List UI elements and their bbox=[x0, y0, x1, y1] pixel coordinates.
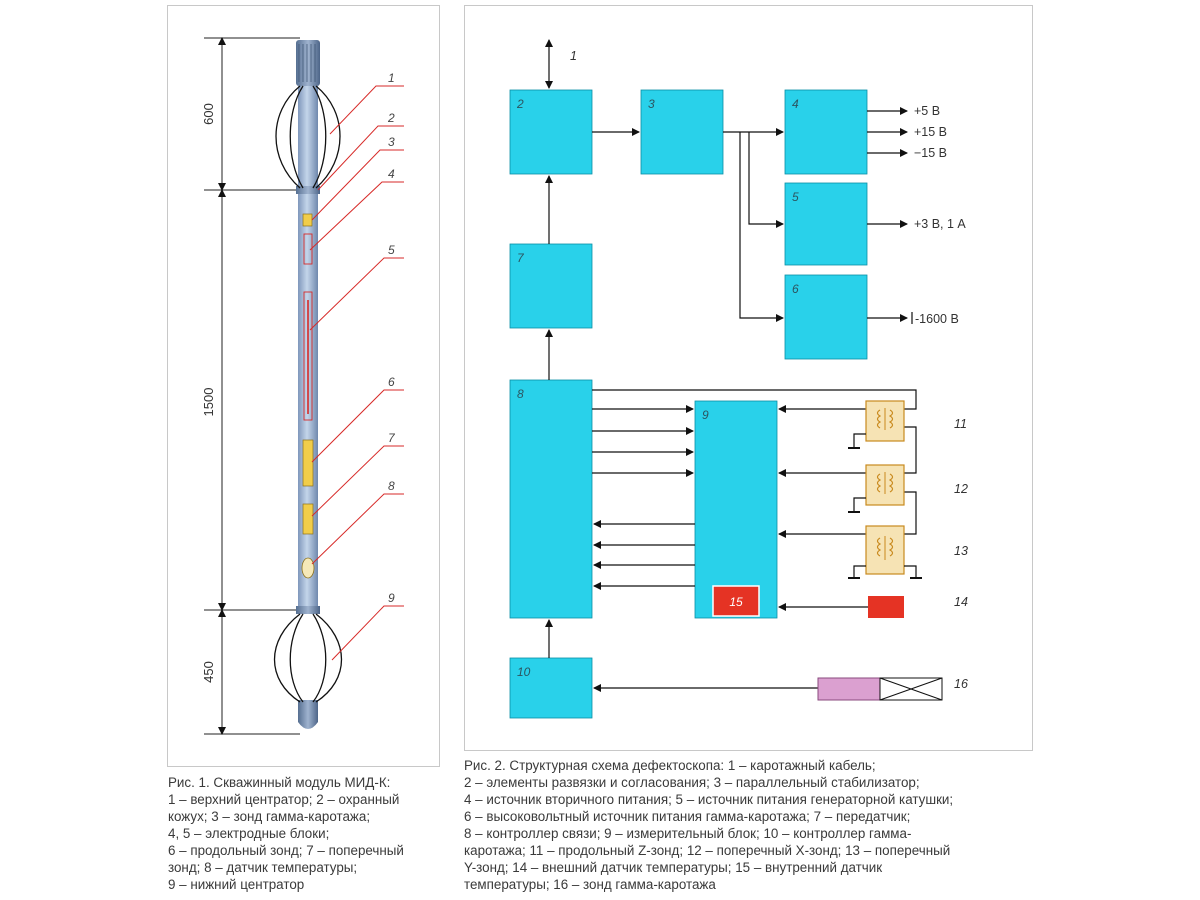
block-7-label: 7 bbox=[517, 251, 525, 265]
callout-7: 7 bbox=[388, 431, 396, 445]
label-14: 14 bbox=[954, 595, 968, 609]
figure-2-caption: Рис. 2. Структурная схема дефектоскопа: … bbox=[464, 757, 953, 893]
dim-450: 450 bbox=[201, 661, 216, 683]
caption-line: Y-зонд; 14 – внешний датчик температуры;… bbox=[464, 860, 883, 875]
caption-line: 9 – нижний центратор bbox=[168, 877, 305, 892]
callout-2: 2 bbox=[387, 111, 395, 125]
block-10-label: 10 bbox=[517, 665, 531, 679]
dim-600: 600 bbox=[201, 103, 216, 125]
block-4 bbox=[784, 89, 868, 175]
caption-line: температуры; 16 – зонд гамма-каротажа bbox=[464, 877, 716, 892]
temperature-sensor bbox=[301, 557, 315, 579]
dim-1500: 1500 bbox=[201, 388, 216, 417]
callout-6: 6 bbox=[388, 375, 395, 389]
callout-3: 3 bbox=[388, 135, 395, 149]
callout-4: 4 bbox=[388, 167, 395, 181]
block-15 bbox=[712, 585, 760, 617]
block-3 bbox=[640, 89, 724, 175]
callout-8: 8 bbox=[388, 479, 395, 493]
callout-9: 9 bbox=[388, 591, 395, 605]
block-5 bbox=[784, 182, 868, 266]
block-7 bbox=[509, 243, 593, 329]
borehole-module bbox=[273, 40, 343, 729]
probe-11 bbox=[848, 400, 905, 449]
label-12: 12 bbox=[954, 482, 968, 496]
output-plus15: +15 В bbox=[914, 125, 947, 139]
block-8-label: 8 bbox=[517, 387, 524, 401]
callout-leaders bbox=[309, 85, 404, 661]
upper-centralizer bbox=[275, 85, 341, 189]
temp-sensor-14 bbox=[868, 596, 904, 618]
top-head bbox=[296, 40, 320, 86]
probe-12 bbox=[848, 464, 905, 513]
output-minus15: −15 В bbox=[914, 146, 947, 160]
output-plus5: +5 В bbox=[914, 104, 940, 118]
transverse-probe bbox=[302, 503, 314, 535]
caption-line: Рис. 2. Структурная схема дефектоскопа: … bbox=[464, 758, 876, 773]
callout-1: 1 bbox=[388, 71, 395, 85]
probe-13 bbox=[848, 525, 922, 579]
electrode-block-2 bbox=[303, 291, 313, 421]
figure-1-caption: Рис. 1. Скважинный модуль МИД-К: 1 – вер… bbox=[168, 774, 404, 893]
dimension-lines bbox=[204, 37, 300, 735]
output-3v: +3 В, 1 А bbox=[914, 217, 966, 231]
cable-label: 1 bbox=[570, 49, 577, 63]
block-2 bbox=[509, 89, 593, 175]
label-13: 13 bbox=[954, 544, 968, 558]
caption-line: каротажа; 11 – продольный Z-зонд; 12 – п… bbox=[464, 843, 951, 858]
output-1600v: -1600 В bbox=[915, 312, 959, 326]
caption-line: 4, 5 – электродные блоки; bbox=[168, 826, 330, 841]
electrode-block-1 bbox=[303, 233, 313, 265]
block-5-label: 5 bbox=[792, 190, 799, 204]
label-16: 16 bbox=[954, 677, 968, 691]
block-3-label: 3 bbox=[648, 97, 655, 111]
label-11: 11 bbox=[954, 417, 967, 431]
caption-line: 1 – верхний центратор; 2 – охранный bbox=[168, 792, 400, 807]
block-6-label: 6 bbox=[792, 282, 799, 296]
block-4-label: 4 bbox=[792, 97, 799, 111]
block-10 bbox=[509, 657, 593, 719]
longitudinal-probe bbox=[302, 439, 314, 487]
caption-line: Рис. 1. Скважинный модуль МИД-К: bbox=[168, 775, 391, 790]
caption-line: 6 – высоковольтный источник питания гамм… bbox=[464, 809, 911, 824]
lower-centralizer bbox=[273, 613, 343, 703]
callout-5: 5 bbox=[388, 243, 395, 257]
caption-line: 2 – элементы развязки и согласования; 3 … bbox=[464, 775, 920, 790]
block-8 bbox=[509, 379, 593, 619]
block-6 bbox=[784, 274, 868, 360]
block-9-label: 9 bbox=[702, 408, 709, 422]
gamma-probe-16 bbox=[817, 677, 943, 701]
caption-line: 8 – контроллер связи; 9 – измерительный … bbox=[464, 826, 912, 841]
caption-line: зонд; 8 – датчик температуры; bbox=[168, 860, 358, 875]
block-2-label: 2 bbox=[516, 97, 524, 111]
caption-line: 4 – источник вторичного питания; 5 – ист… bbox=[464, 792, 954, 807]
callout-numbers: 1 2 3 4 5 6 7 8 9 bbox=[387, 71, 396, 605]
caption-line: кожух; 3 – зонд гамма-каротажа; bbox=[168, 809, 371, 824]
block-15-label: 15 bbox=[729, 595, 743, 609]
caption-line: 6 – продольный зонд; 7 – поперечный bbox=[168, 843, 404, 858]
block-9 bbox=[694, 400, 778, 619]
